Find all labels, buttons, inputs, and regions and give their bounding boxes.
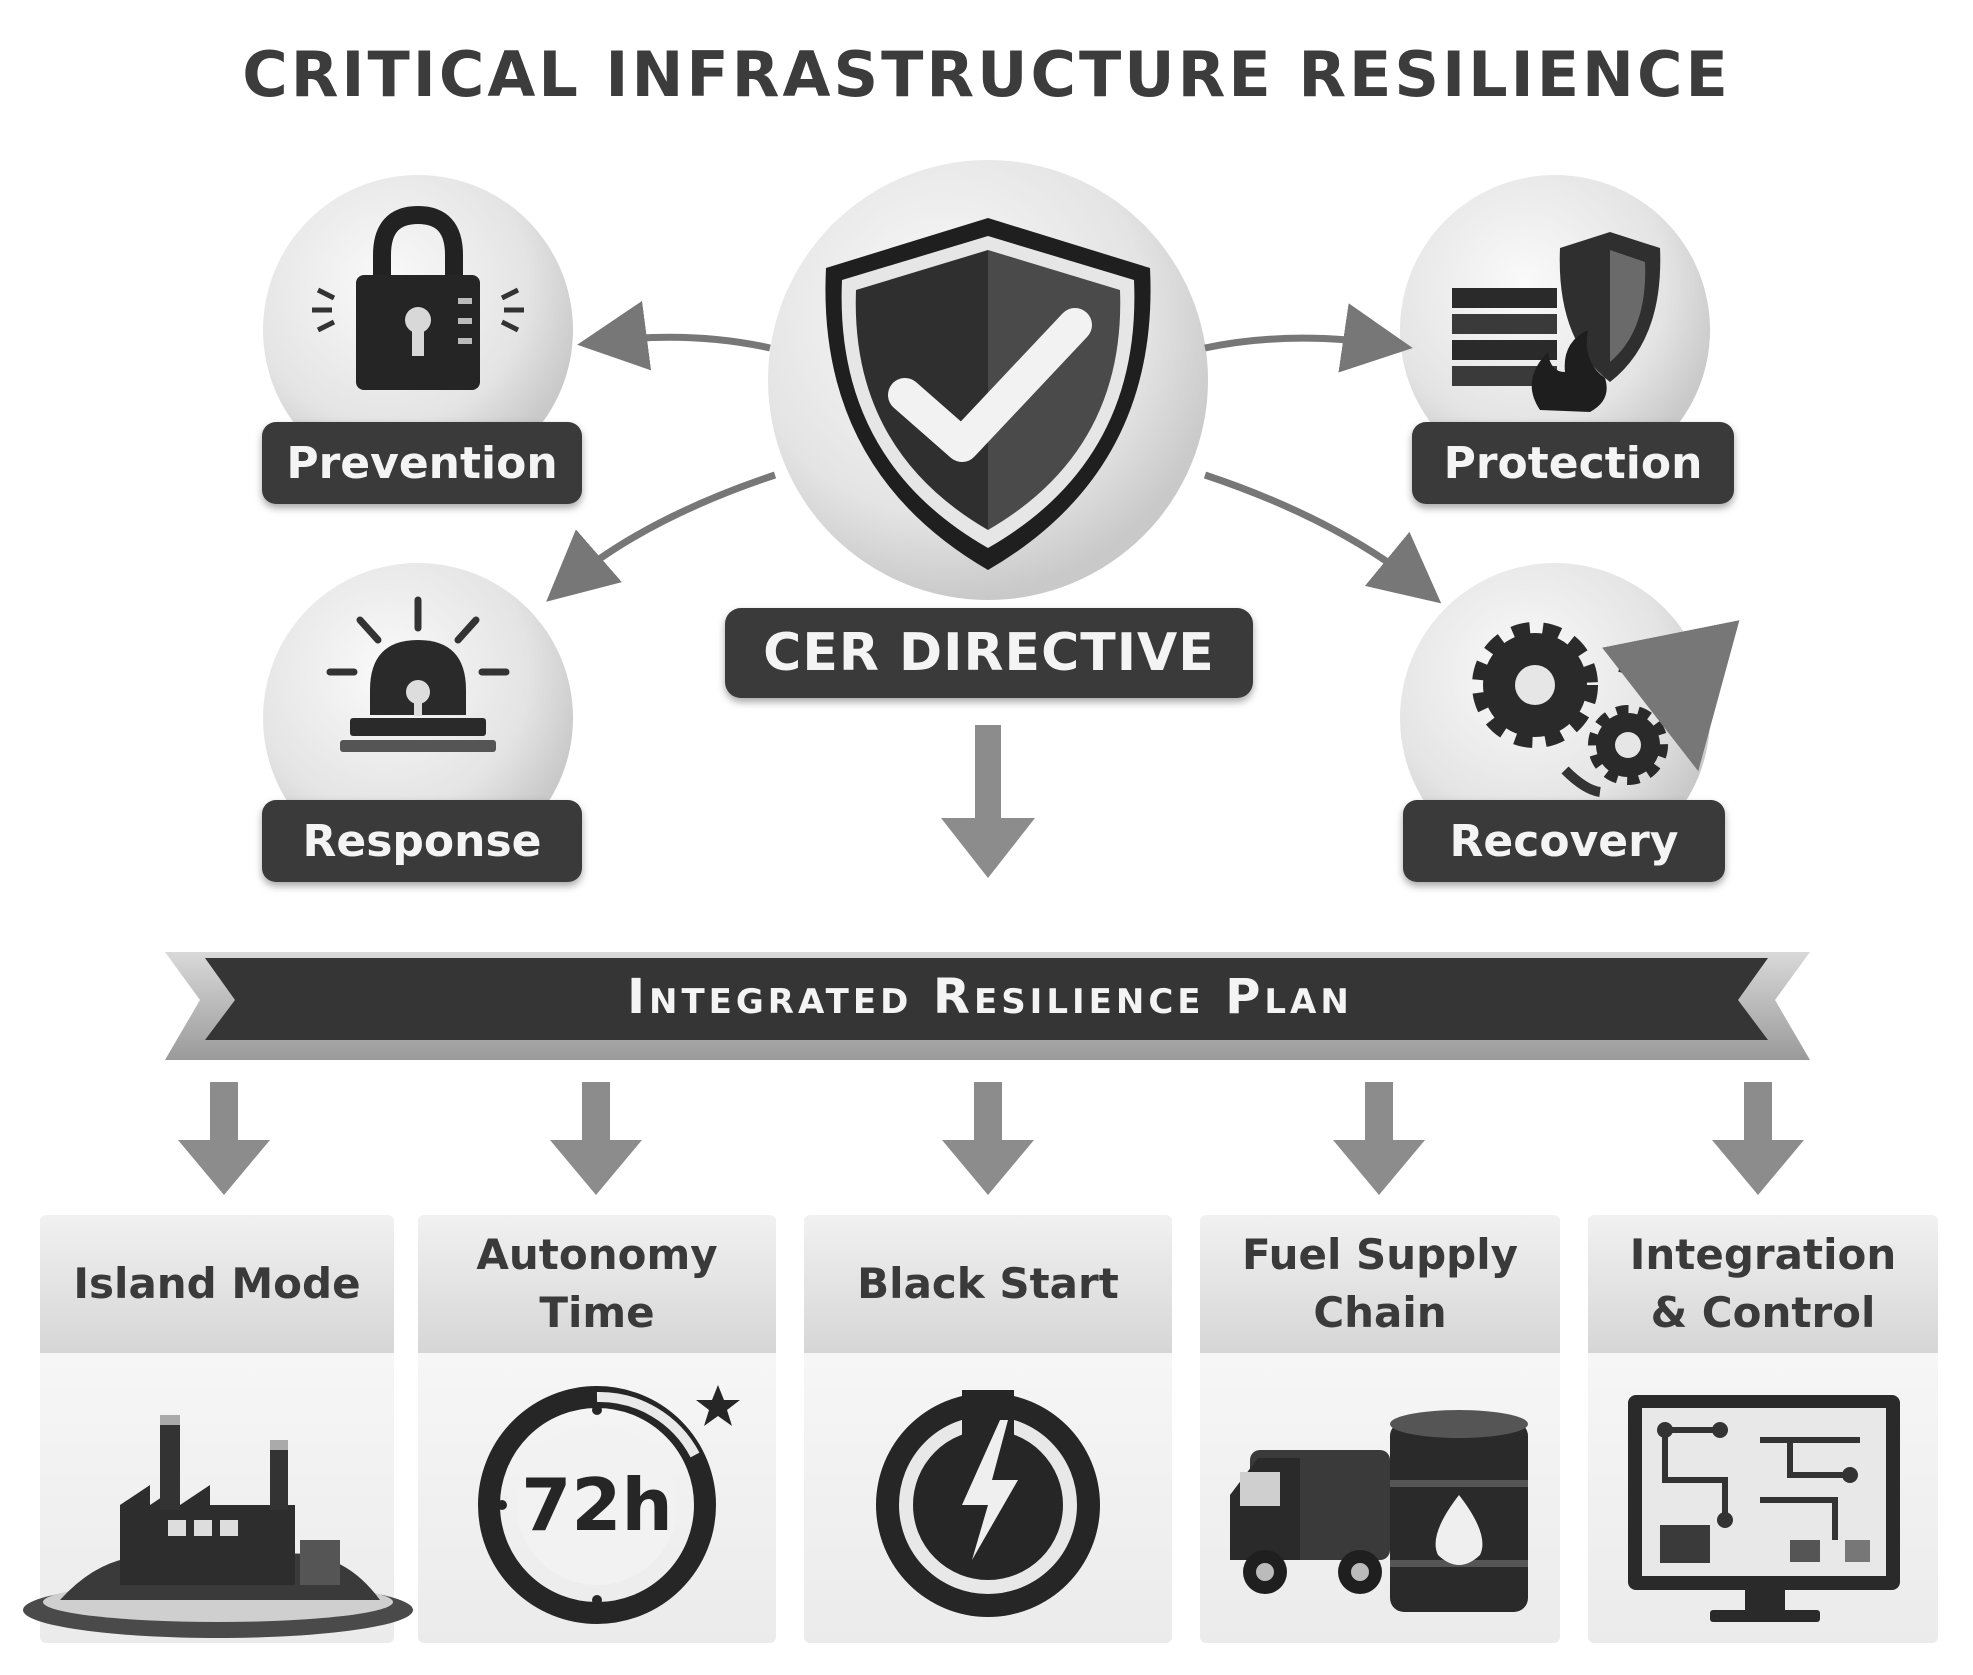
prevention-label: Prevention bbox=[262, 422, 582, 504]
shield-check-icon bbox=[825, 218, 1151, 570]
arrow-to-response bbox=[546, 471, 777, 602]
component-arrows bbox=[178, 1082, 1804, 1195]
plan-banner-label: Integrated Resilience Plan bbox=[627, 969, 1353, 1025]
recovery-label: Recovery bbox=[1403, 800, 1725, 882]
integration-control-card bbox=[1588, 1353, 1938, 1643]
plan-banner bbox=[165, 952, 1810, 1060]
arrow-to-prevention bbox=[577, 300, 771, 371]
cer-directive-label: CER DIRECTIVE bbox=[725, 608, 1253, 698]
island-mode-card-title: Island Mode bbox=[40, 1215, 394, 1353]
autonomy-time-card bbox=[418, 1353, 776, 1643]
arrow-to-autonomy-time bbox=[550, 1082, 642, 1195]
arrow-to-island-mode bbox=[178, 1082, 270, 1195]
autonomy-time-card-title: Autonomy Time bbox=[418, 1215, 776, 1353]
protection-label: Protection bbox=[1412, 422, 1734, 504]
diagram-title: CRITICAL INFRASTRUCTURE RESILIENCE bbox=[242, 38, 1731, 111]
arrow-to-black-start bbox=[942, 1082, 1034, 1195]
alarm-beacon-icon bbox=[326, 596, 510, 752]
padlock-icon bbox=[312, 205, 524, 390]
black-start-card bbox=[804, 1353, 1172, 1643]
arrow-to-protection bbox=[1204, 303, 1413, 373]
arrow-to-recovery bbox=[1203, 471, 1442, 604]
response-label: Response bbox=[262, 800, 582, 882]
fuel-supply-card bbox=[1200, 1353, 1560, 1643]
gears-icon bbox=[1472, 620, 1740, 797]
fuel-supply-card-title: Fuel Supply Chain bbox=[1200, 1215, 1560, 1353]
island-mode-card bbox=[40, 1353, 394, 1643]
arrow-to-fuel-supply bbox=[1333, 1082, 1425, 1195]
black-start-card-title: Black Start bbox=[804, 1215, 1172, 1353]
arrow-to-integration bbox=[1712, 1082, 1804, 1195]
integration-control-card-title: Integration & Control bbox=[1588, 1215, 1938, 1353]
arrow-down-to-plan bbox=[941, 725, 1035, 878]
firewall-shield-icon bbox=[1452, 232, 1661, 412]
